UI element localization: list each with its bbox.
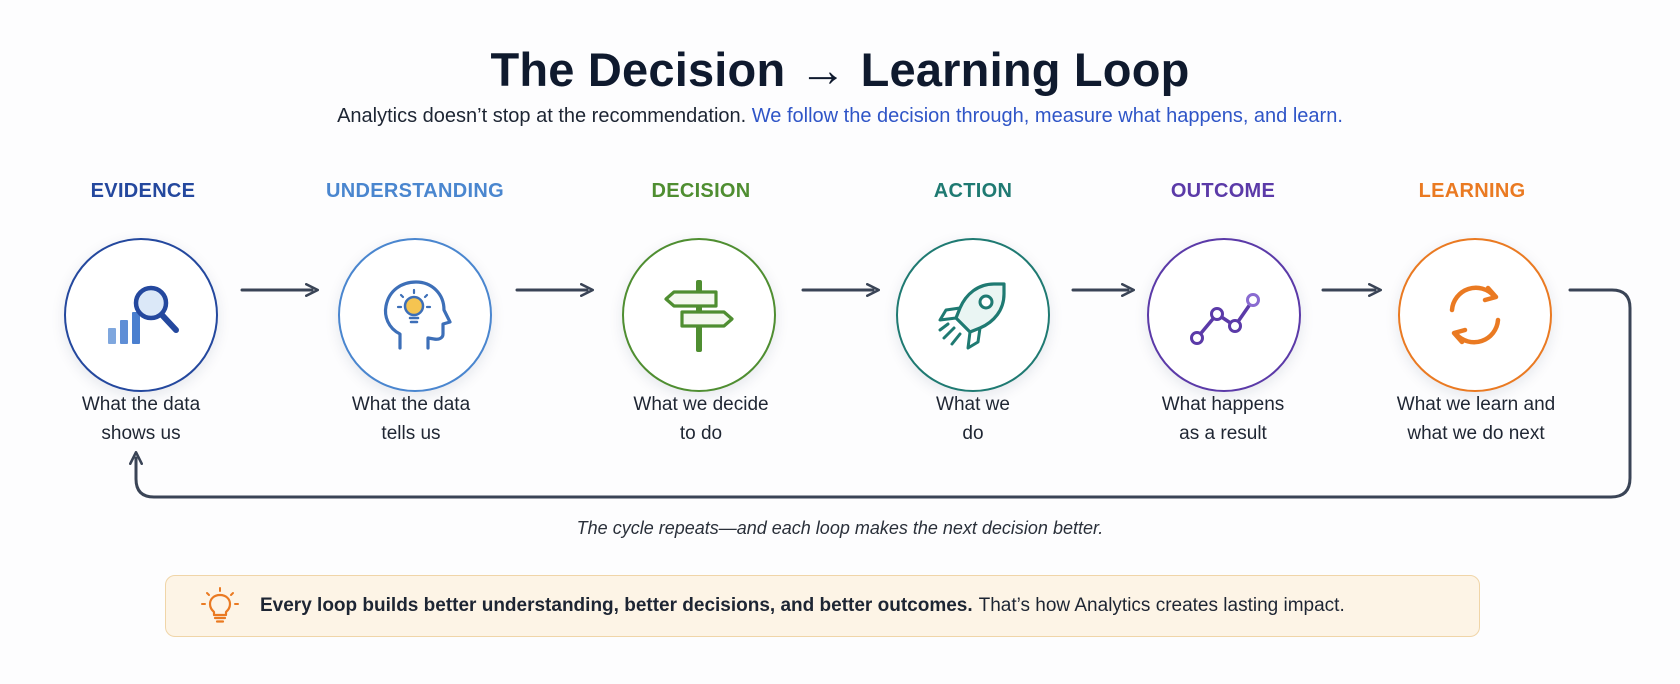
line-chart-icon bbox=[1190, 293, 1260, 345]
page-title: The Decision→Learning Loop bbox=[0, 42, 1680, 97]
loop-caption: The cycle repeats—and each loop makes th… bbox=[576, 518, 1104, 538]
stage-desc-line: shows us bbox=[101, 423, 181, 444]
stage-circle-understanding bbox=[338, 238, 492, 392]
stage-circle-action bbox=[896, 238, 1050, 392]
stage-label-learning: LEARNING bbox=[1418, 180, 1526, 202]
stage-desc-line: What we decide bbox=[633, 394, 769, 415]
stage-desc-line: What we bbox=[936, 394, 1010, 415]
stage-desc-learning: What we learn and what we do next bbox=[1356, 390, 1596, 448]
stage-desc-understanding: What the data tells us bbox=[291, 390, 531, 448]
subtitle-plain: Analytics doesn’t stop at the recommenda… bbox=[337, 105, 747, 127]
stage-label-evidence: EVIDENCE bbox=[90, 180, 196, 202]
stage-label-action: ACTION bbox=[933, 180, 1013, 202]
insight-callout: Every loop builds better understanding, … bbox=[165, 575, 1480, 637]
loop-back-arrow bbox=[136, 288, 1632, 499]
stage-desc-line: What we learn and bbox=[1396, 394, 1556, 415]
title-arrow: → bbox=[799, 43, 847, 96]
magnifier-bar-chart-icon bbox=[108, 285, 179, 344]
subtitle-highlight: We follow the decision through, measure … bbox=[751, 105, 1343, 127]
stage-desc-action: What we do bbox=[853, 390, 1093, 448]
stage-desc-line: do bbox=[962, 423, 984, 444]
stage-desc-line: as a result bbox=[1179, 423, 1267, 444]
stage-desc-line: what we do next bbox=[1407, 423, 1545, 444]
callout-bold-text: Every loop builds better understanding, … bbox=[260, 595, 973, 616]
head-lightbulb-icon bbox=[383, 280, 452, 350]
rocket-icon bbox=[938, 282, 1006, 350]
stage-circle-outcome bbox=[1147, 238, 1301, 392]
title-left: The Decision bbox=[490, 43, 786, 96]
stage-label-understanding: UNDERSTANDING bbox=[326, 180, 504, 202]
stage-circle-learning bbox=[1398, 238, 1552, 392]
stage-desc-line: tells us bbox=[381, 423, 441, 444]
stage-desc-line: to do bbox=[679, 423, 723, 444]
page-subtitle: Analytics doesn’t stop at the recommenda… bbox=[0, 105, 1680, 128]
stage-desc-line: What the data bbox=[81, 394, 201, 415]
stage-label-decision: DECISION bbox=[651, 180, 751, 202]
refresh-cycle-icon bbox=[1449, 285, 1501, 345]
callout-text: That’s how Analytics creates lasting imp… bbox=[978, 595, 1345, 616]
stage-desc-line: What the data bbox=[351, 394, 471, 415]
stage-desc-outcome: What happens as a result bbox=[1103, 390, 1343, 448]
lightbulb-icon bbox=[201, 587, 239, 623]
stage-label-outcome: OUTCOME bbox=[1170, 180, 1276, 202]
title-right: Learning Loop bbox=[860, 43, 1190, 96]
stage-desc-decision: What we decide to do bbox=[581, 390, 821, 448]
signpost-icon bbox=[664, 280, 734, 352]
stage-circle-evidence bbox=[64, 238, 218, 392]
stage-desc-line: What happens bbox=[1161, 394, 1285, 415]
stage-circle-decision bbox=[622, 238, 776, 392]
stage-desc-evidence: What the data shows us bbox=[21, 390, 261, 448]
